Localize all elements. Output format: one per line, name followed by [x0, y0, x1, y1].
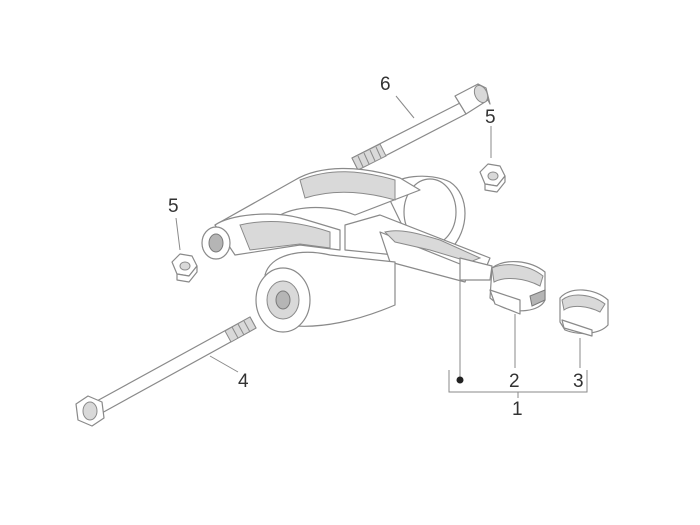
callout-6: 6	[380, 74, 391, 95]
callout-4: 4	[238, 371, 249, 392]
callout-5-left: 5	[168, 196, 179, 217]
swing-arm-part-1	[201, 167, 493, 333]
leader-lines	[175, 95, 588, 398]
nut-left-part-5	[171, 253, 198, 283]
clip-part-3	[559, 289, 609, 337]
bushing-part-2	[489, 261, 546, 315]
reference-dot	[456, 376, 464, 384]
callout-2: 2	[509, 371, 520, 392]
nut-right-part-5	[479, 163, 506, 193]
callout-5-right: 5	[485, 107, 496, 128]
bolt-lower-part-4	[75, 316, 257, 427]
bolt-upper-part-6	[351, 83, 491, 171]
callout-3: 3	[573, 371, 584, 392]
callout-1: 1	[512, 399, 523, 420]
